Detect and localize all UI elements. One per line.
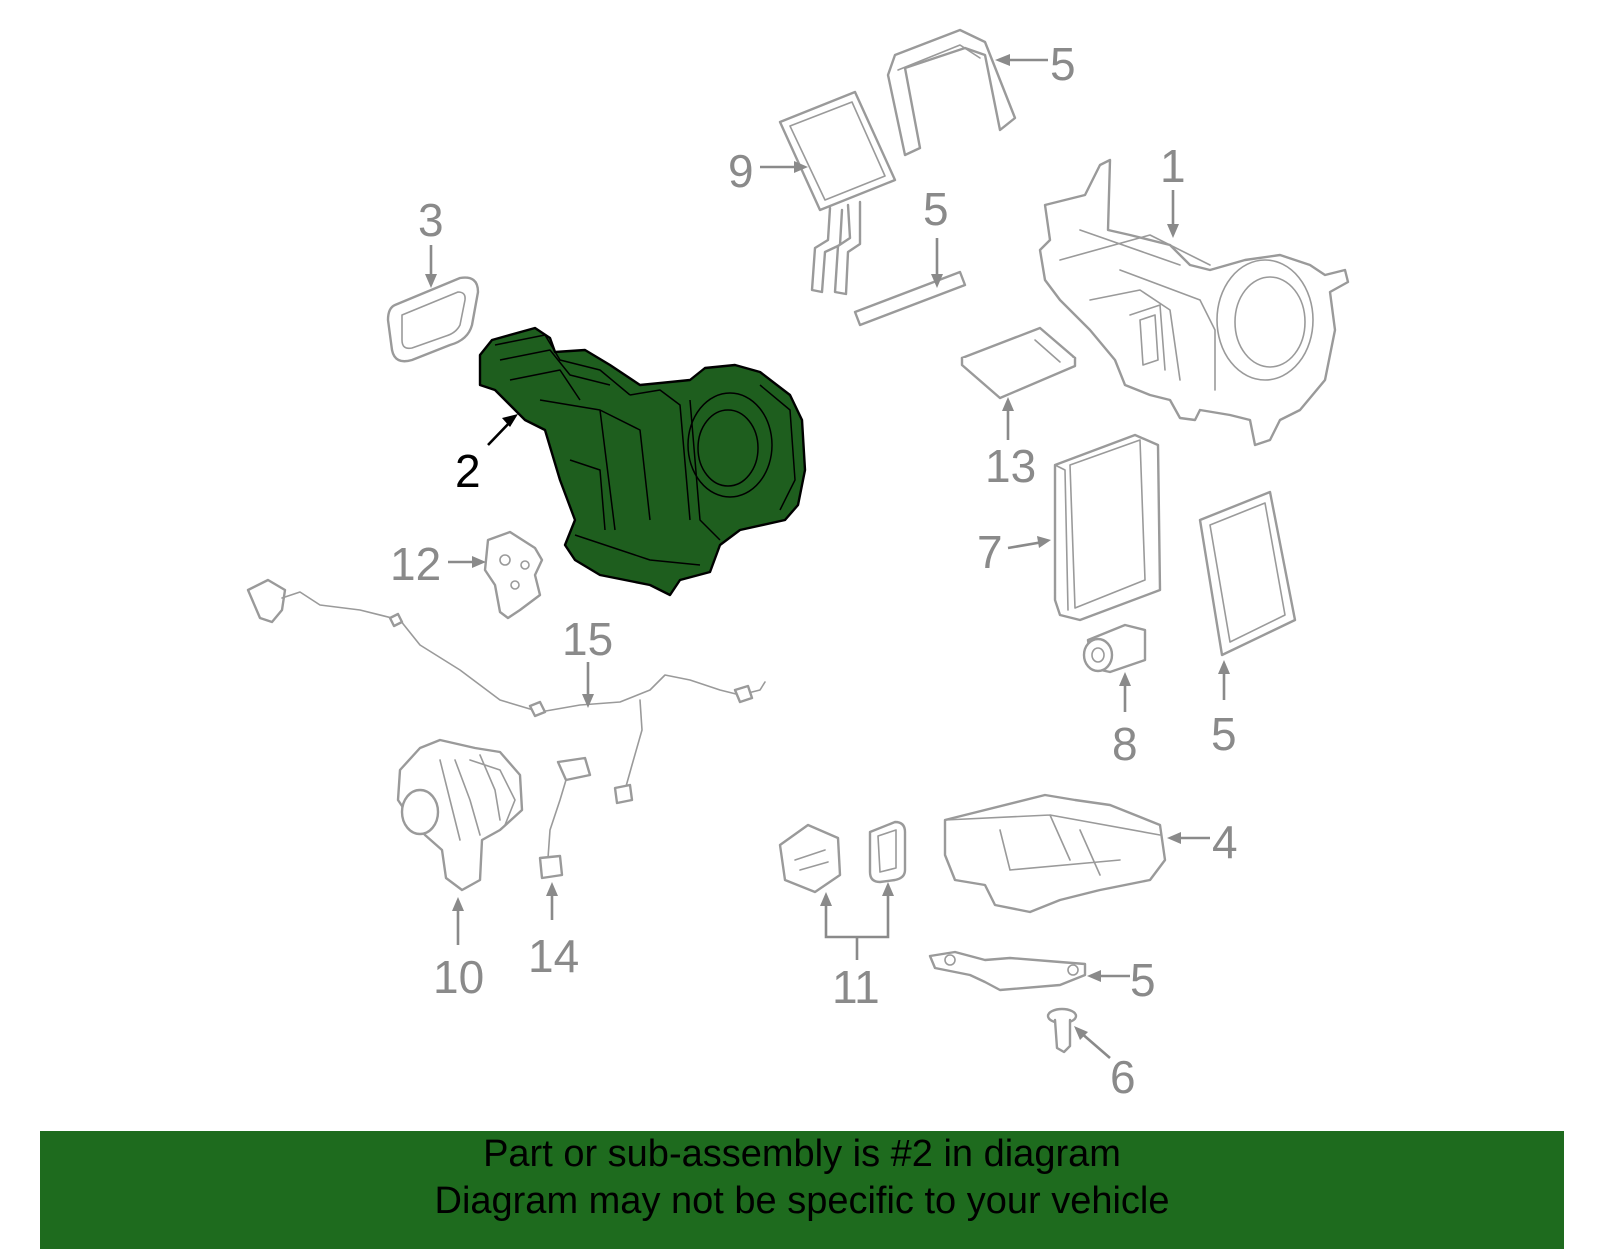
part-2-case-half (478, 326, 807, 597)
callout-5-frame: 5 (1211, 660, 1237, 760)
callout-9: 9 (728, 145, 808, 197)
part-10-blower-motor (396, 738, 524, 892)
callout-8: 8 (1112, 672, 1138, 770)
callout-2[interactable]: 2 (455, 414, 518, 497)
svg-text:3: 3 (418, 194, 444, 246)
part-14-sensor (538, 756, 592, 880)
svg-text:5: 5 (1211, 708, 1237, 760)
svg-text:1: 1 (1160, 140, 1186, 192)
svg-text:7: 7 (977, 526, 1003, 578)
svg-text:5: 5 (923, 183, 949, 235)
svg-text:5: 5 (1050, 38, 1076, 90)
part-11-resistor (778, 820, 907, 894)
callout-5-strip: 5 (923, 183, 949, 288)
part-13-filter-door (960, 326, 1077, 400)
part-7-evaporator (1053, 433, 1162, 622)
svg-text:12: 12 (390, 538, 441, 590)
banner-line-part-info: Part or sub-assembly is #2 in diagram (483, 1133, 1121, 1175)
callout-13: 13 (985, 397, 1036, 492)
part-9-heater-core (778, 90, 897, 296)
svg-text:2: 2 (455, 445, 481, 497)
svg-text:14: 14 (528, 930, 579, 982)
callout-12: 12 (390, 538, 486, 590)
callout-5-bracket: 5 (1087, 954, 1156, 1006)
svg-text:4: 4 (1212, 816, 1238, 868)
part-4-case-lower (943, 793, 1167, 914)
callout-14: 14 (528, 882, 579, 982)
svg-text:9: 9 (728, 145, 754, 197)
svg-text:15: 15 (562, 613, 613, 665)
svg-text:5: 5 (1130, 954, 1156, 1006)
part-5-top-seal (886, 28, 1017, 157)
callout-5-top: 5 (995, 38, 1076, 90)
callout-15: 15 (562, 613, 613, 708)
callout-4: 4 (1167, 816, 1238, 868)
callout-7: 7 (977, 526, 1051, 578)
part-8-expansion-valve (1082, 623, 1147, 674)
callout-10: 10 (433, 897, 484, 1003)
part-5-filter-frame (1198, 490, 1297, 657)
part-1-hvac-case (1038, 158, 1350, 447)
svg-text:13: 13 (985, 440, 1036, 492)
svg-text:8: 8 (1112, 718, 1138, 770)
part-3-gasket (386, 276, 480, 363)
part-5-strip-seal (853, 270, 967, 327)
part-5-bracket (928, 950, 1087, 992)
callout-1: 1 (1160, 140, 1186, 238)
part-15-wire-harness (246, 578, 766, 805)
callout-11: 11 (820, 882, 894, 1013)
part-12-actuator (483, 530, 544, 620)
svg-text:11: 11 (832, 961, 880, 1013)
svg-text:10: 10 (433, 951, 484, 1003)
info-banner: Part or sub-assembly is #2 in diagram Di… (40, 1131, 1564, 1249)
banner-line-disclaimer: Diagram may not be specific to your vehi… (434, 1180, 1170, 1222)
callout-3: 3 (418, 194, 444, 288)
svg-text:6: 6 (1110, 1051, 1136, 1103)
parts-diagram: 5 9 5 1 3 (246, 28, 1350, 1103)
part-6-clip (1046, 1007, 1078, 1054)
callout-6: 6 (1074, 1026, 1136, 1103)
